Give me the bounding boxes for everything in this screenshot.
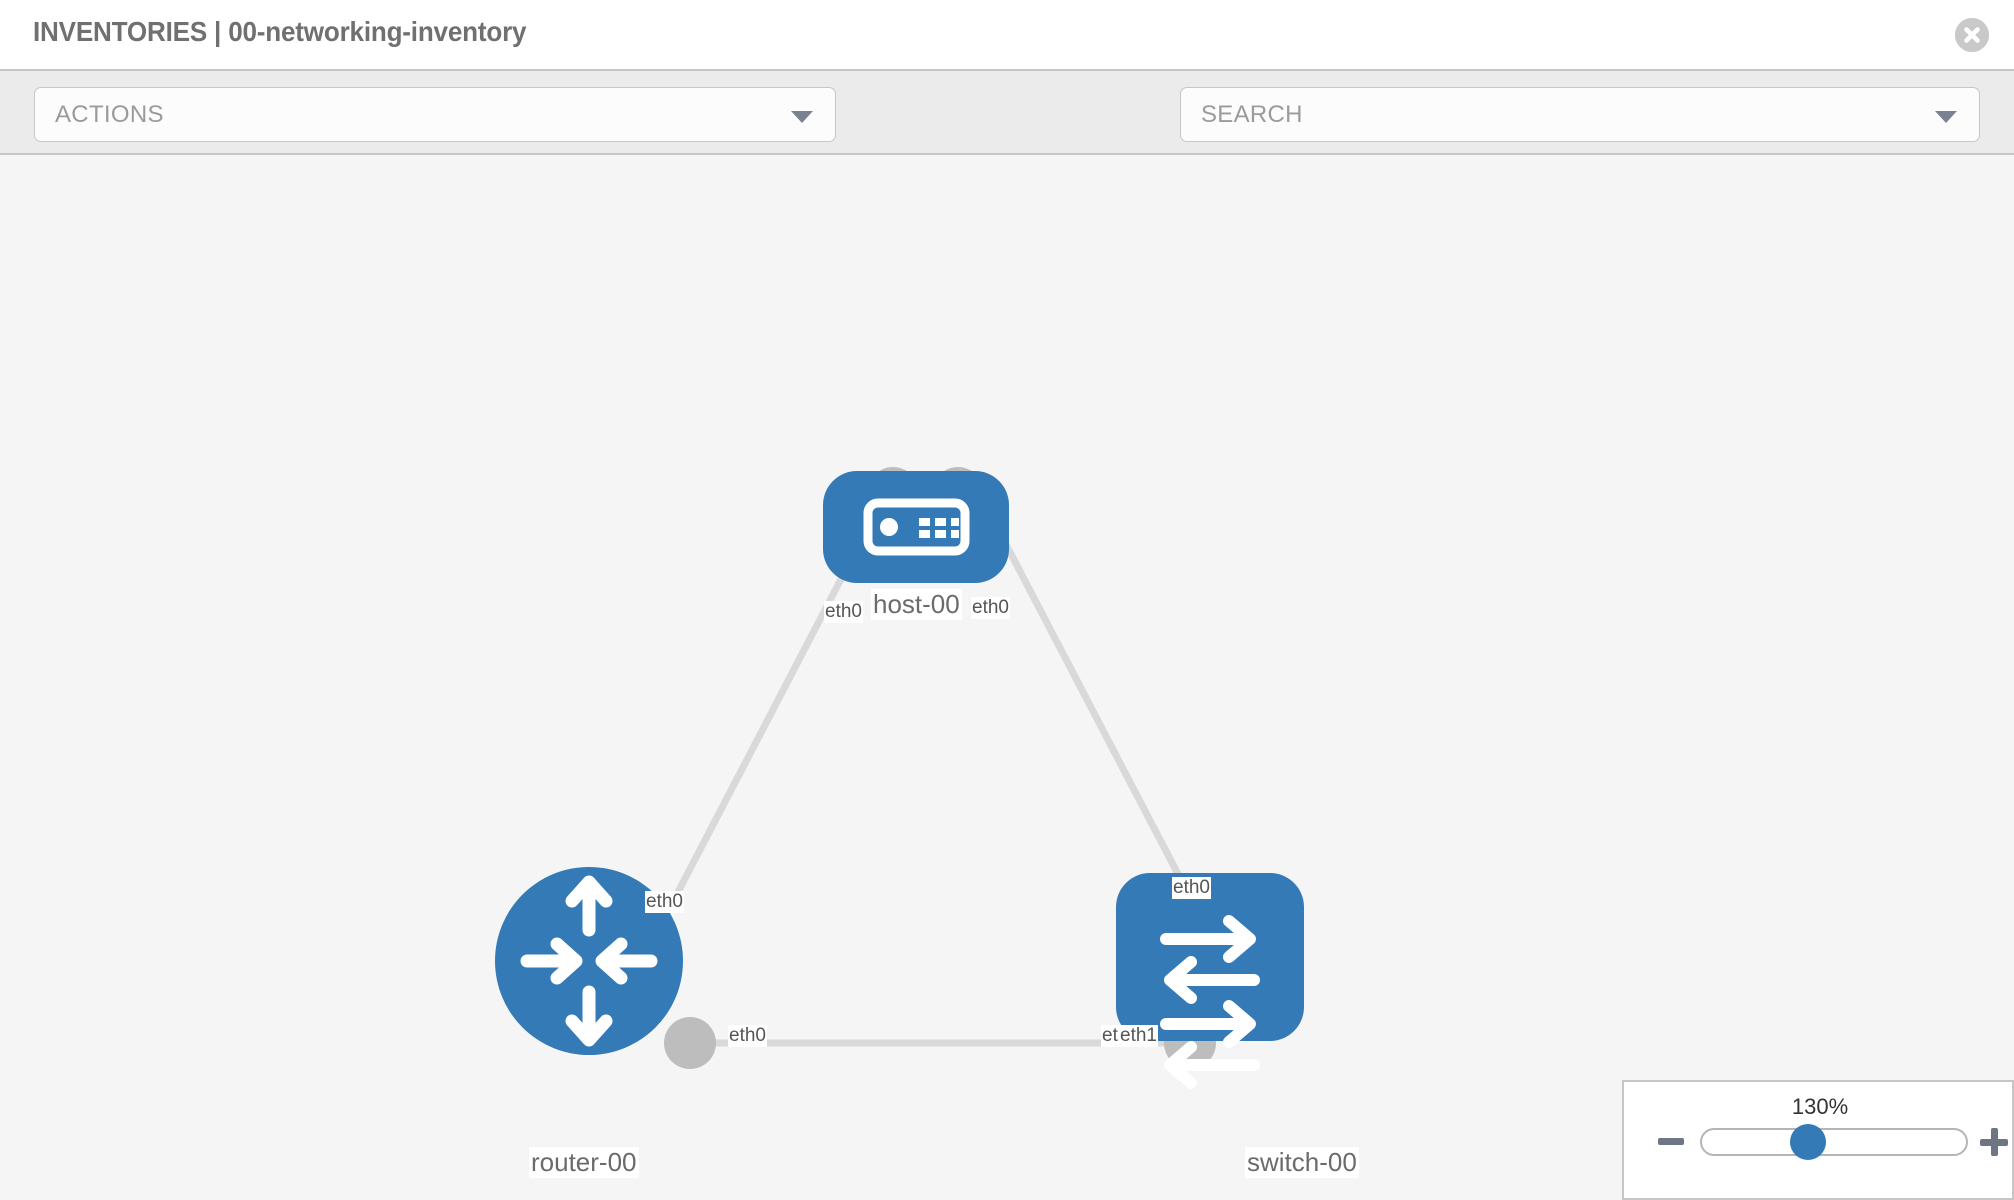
search-placeholder: SEARCH: [1201, 101, 1303, 128]
port-label: eth0: [1172, 877, 1211, 899]
router-arrows-icon: [520, 875, 658, 1047]
node-label-router-00: router-00: [529, 1147, 639, 1178]
topology-graph: [495, 467, 1304, 1089]
actions-dropdown[interactable]: ACTIONS: [34, 87, 836, 142]
zoom-control-panel: 130%: [1622, 1080, 2014, 1200]
port-label: eth1: [1119, 1025, 1158, 1047]
port-label: eth0: [971, 597, 1010, 619]
port-label: eth0: [645, 891, 684, 913]
chevron-down-icon: [791, 111, 813, 123]
zoom-level-label: 130%: [1791, 1094, 1849, 1119]
node-label-switch-00: switch-00: [1245, 1147, 1359, 1178]
switch-arrows-icon: [1160, 915, 1260, 1089]
zoom-out-button[interactable]: [1658, 1138, 1684, 1145]
port-label: eth0: [824, 601, 863, 623]
node-router-00: [495, 867, 683, 1055]
port-router-right: [664, 1017, 716, 1069]
actions-dropdown-label: ACTIONS: [55, 101, 164, 128]
topology-canvas[interactable]: eth0 eth0 eth0 eth0 eth0 eth0 eth1 host-…: [0, 155, 2014, 1200]
close-icon[interactable]: [1955, 18, 1989, 52]
node-switch-00: [1116, 873, 1304, 1089]
page-title: INVENTORIES | 00-networking-inventory: [33, 16, 527, 47]
page-header: INVENTORIES | 00-networking-inventory: [0, 0, 2014, 69]
node-label-host-00: host-00: [871, 589, 962, 620]
zoom-slider-track[interactable]: [1700, 1128, 1968, 1156]
zoom-slider-thumb[interactable]: [1790, 1124, 1826, 1160]
port-label: eth0: [728, 1025, 767, 1047]
search-input[interactable]: SEARCH: [1180, 87, 1980, 142]
zoom-in-button[interactable]: [1980, 1128, 2008, 1156]
link-host-switch: [971, 483, 1219, 947]
toolbar: ACTIONS SEARCH: [0, 69, 2014, 198]
server-icon: [863, 498, 970, 556]
node-host-00: [823, 471, 1009, 583]
chevron-down-icon[interactable]: [1935, 111, 1957, 123]
